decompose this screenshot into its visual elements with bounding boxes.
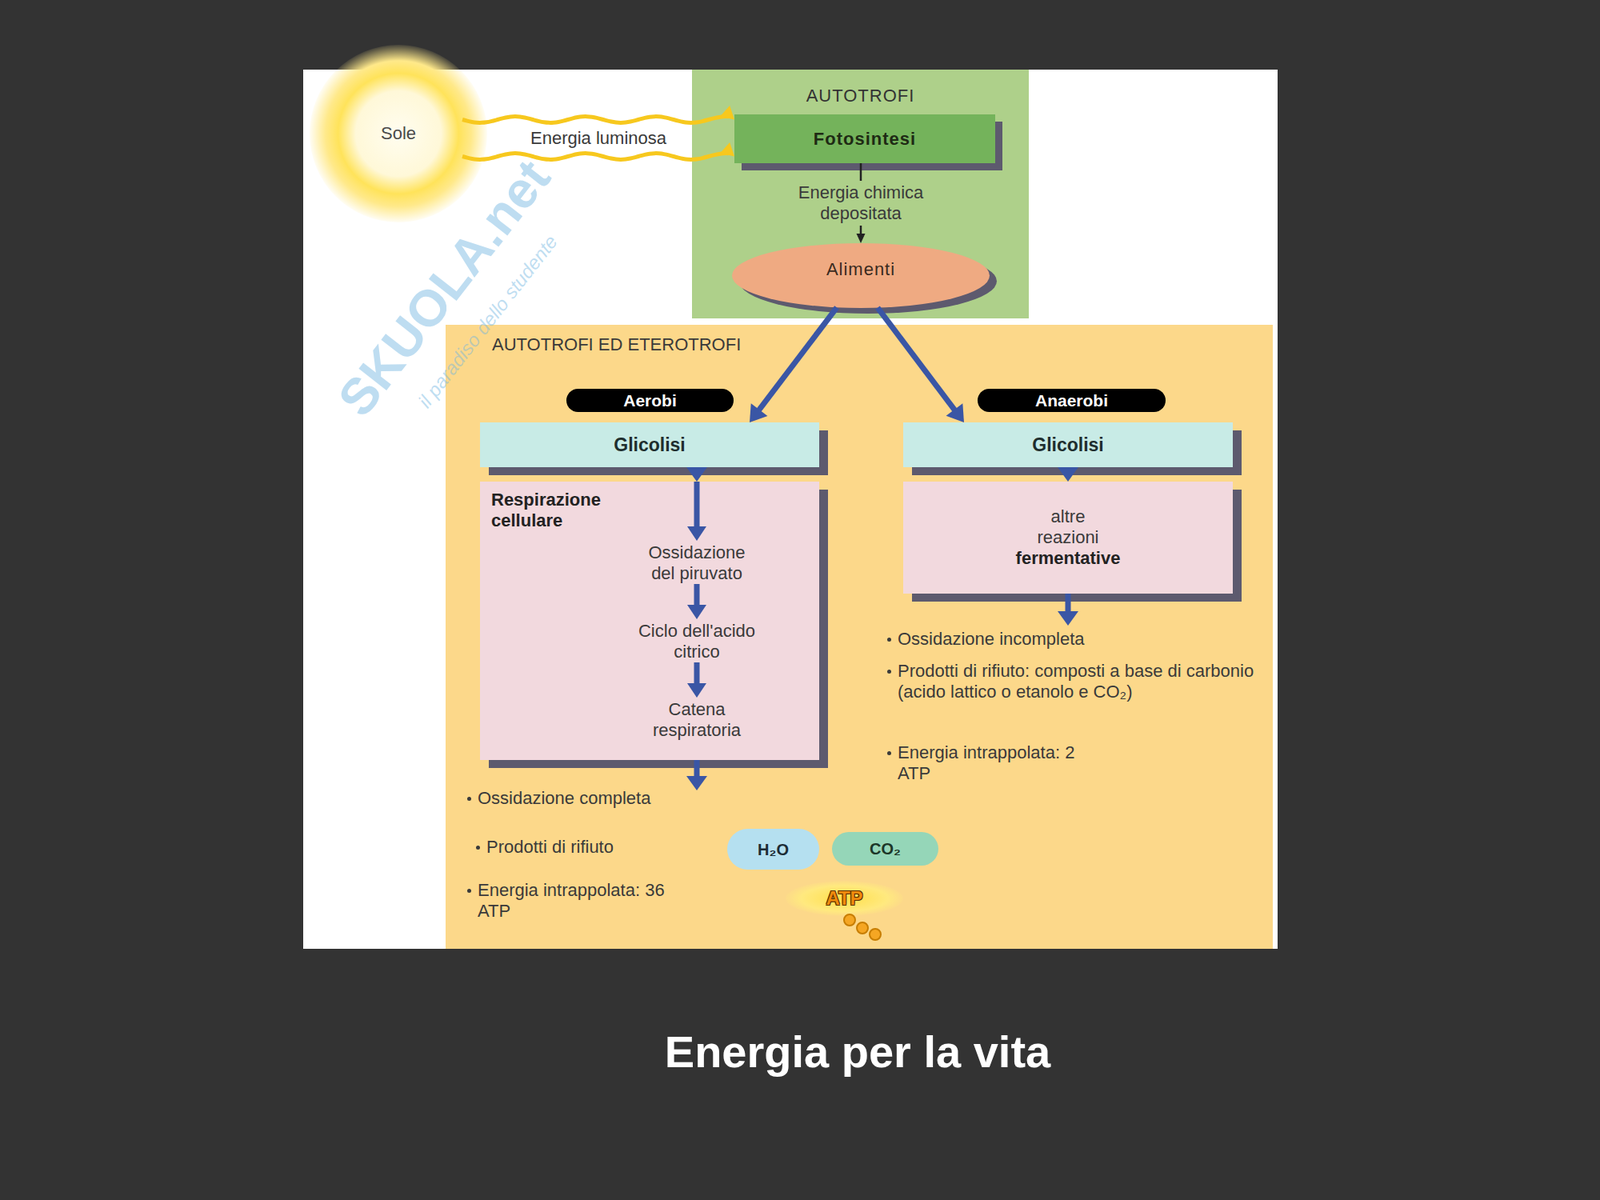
arrow-head xyxy=(686,467,708,482)
connector-line xyxy=(694,760,700,779)
node-label: Glicolisi xyxy=(1032,434,1104,456)
node-label: Anaerobi xyxy=(1035,390,1108,412)
connector-line xyxy=(694,467,700,471)
connector-line xyxy=(1065,593,1072,614)
node-label: CO₂ xyxy=(869,838,901,860)
arrow-head xyxy=(856,233,866,244)
node-label: H₂O xyxy=(757,839,789,860)
arrow-head xyxy=(720,142,735,156)
connector-line xyxy=(462,112,730,123)
flow-arrow xyxy=(686,662,708,700)
note-text: Ossidazione incompleta xyxy=(897,628,1085,650)
category-pill: Aerobi xyxy=(566,388,734,412)
flow-arrow xyxy=(686,760,708,791)
process-box: Fotosintesi xyxy=(734,114,996,164)
note-text: Prodotti di rifiuto: composti a base di … xyxy=(897,660,1262,703)
node-label: ATP xyxy=(825,888,863,909)
node-text: Ciclo dell'acido citrico xyxy=(624,620,769,663)
chain-dot xyxy=(856,922,868,934)
arrow-head xyxy=(946,403,964,423)
bullet-dot xyxy=(887,637,892,642)
node-label: Fotosintesi xyxy=(813,128,916,150)
sun-shape: Sole xyxy=(309,44,488,223)
flow-column: Ossidazione del piruvatoCiclo dell'acido… xyxy=(624,481,769,741)
connector xyxy=(749,307,837,423)
node-label: Sole xyxy=(380,123,416,144)
connector-line xyxy=(877,308,956,413)
flow-arrow xyxy=(686,584,708,621)
connector-line xyxy=(462,149,730,160)
energy-badge: ATP xyxy=(785,880,904,916)
bullet-dot xyxy=(467,796,472,801)
connector-line xyxy=(1065,467,1072,471)
connector-line xyxy=(757,307,837,412)
node-label: Respirazione cellulare xyxy=(491,489,644,532)
node-text: fermentative xyxy=(1016,548,1121,569)
process-box: Respirazione cellulareOssidazione del pi… xyxy=(480,481,820,760)
note-text: Energia intrappolata: 2 ATP xyxy=(897,742,1090,784)
node-label: Glicolisi xyxy=(613,434,685,456)
arrow-head xyxy=(720,105,735,120)
bullet-dot xyxy=(887,751,892,756)
edge-label: Energia luminosa xyxy=(525,126,672,151)
node-label: AUTOTROFI ED ETEROTROFI xyxy=(492,334,1227,356)
flow-arrow xyxy=(1057,593,1079,626)
product-cloud: H₂O xyxy=(727,828,820,870)
slide-title: Energia per la vita xyxy=(664,1025,1051,1078)
note-text: Prodotti di rifiuto xyxy=(486,836,614,858)
process-box: Glicolisi xyxy=(480,422,820,468)
process-box: Glicolisi xyxy=(903,422,1233,468)
connector xyxy=(877,308,964,423)
node-text: Catena respiratoria xyxy=(644,699,749,741)
flow-arrow xyxy=(686,481,708,543)
connector xyxy=(686,467,708,482)
chain-dot xyxy=(844,914,856,926)
arrow-head xyxy=(1057,467,1079,482)
bullet-dot xyxy=(476,845,480,850)
food-ellipse: Alimenti xyxy=(732,243,990,308)
arrow-head xyxy=(749,403,768,423)
note-text: Energia intrappolata: 36 ATP xyxy=(477,880,670,922)
connector xyxy=(1057,467,1079,482)
bullet-dot xyxy=(887,669,892,674)
node-label: Aerobi xyxy=(623,390,677,412)
node-label: altre reazioni xyxy=(1020,506,1116,548)
node-label: Alimenti xyxy=(826,259,896,280)
node-text: Ossidazione del piruvato xyxy=(640,542,753,584)
arrow-head xyxy=(686,776,708,791)
note-text: Ossidazione completa xyxy=(477,788,651,809)
product-cloud: CO₂ xyxy=(832,832,939,866)
arrow-head xyxy=(1057,611,1079,626)
connector xyxy=(462,105,735,160)
chain-dot xyxy=(869,928,881,940)
node-label: AUTOTROFI xyxy=(692,85,1029,107)
bullet-dot xyxy=(467,888,472,893)
process-box: altre reazionifermentative xyxy=(903,481,1233,594)
category-pill: Anaerobi xyxy=(977,388,1166,412)
edge-label: Energia chimica depositata xyxy=(772,180,950,226)
